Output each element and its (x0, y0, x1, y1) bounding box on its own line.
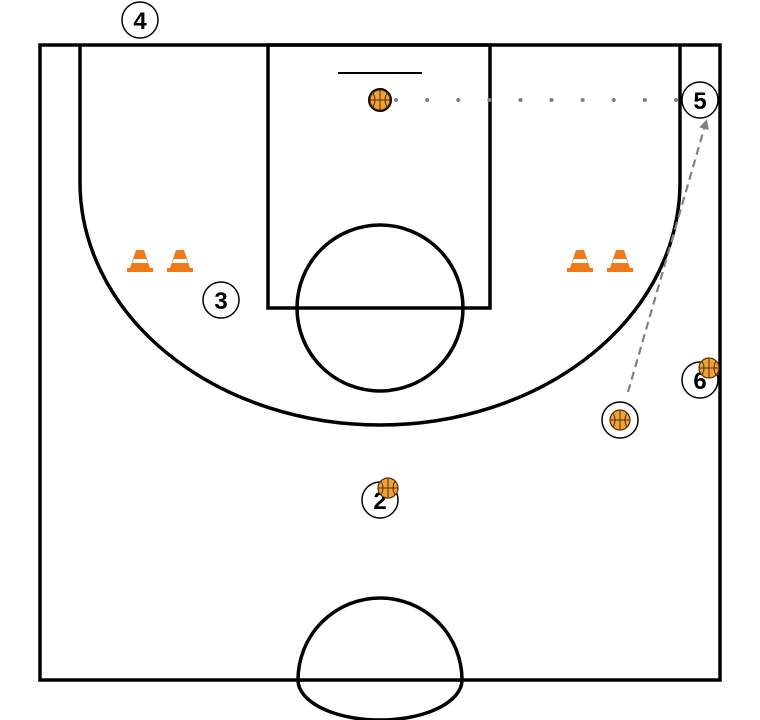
basketball-icon (368, 88, 392, 112)
cut-line-dashed (626, 119, 709, 393)
paint-key (266, 43, 492, 310)
court-boundary (38, 43, 722, 682)
player-6: 6 (681, 357, 720, 399)
traffic-cone-icon (607, 250, 633, 272)
player-2: 2 (361, 477, 399, 519)
traffic-cone-icon (167, 250, 193, 272)
player-3: 3 (202, 281, 240, 319)
traffic-cone-icon (127, 250, 153, 272)
basketball-icon (377, 477, 399, 499)
player-label: 3 (214, 288, 227, 315)
player-with-ball (601, 401, 639, 439)
center-circle-bottom (296, 679, 464, 720)
center-circle (296, 596, 464, 681)
court-lines (38, 43, 722, 720)
player-4: 4 (121, 1, 159, 39)
three-point-arc (78, 45, 682, 427)
basketball-icon (609, 409, 631, 431)
player-label: 4 (133, 8, 147, 35)
basketball-icon (698, 357, 720, 379)
traffic-cone-icon (567, 250, 593, 272)
player-label: 5 (693, 88, 706, 115)
player-5: 5 (681, 81, 719, 119)
free-throw-circle (295, 223, 465, 393)
